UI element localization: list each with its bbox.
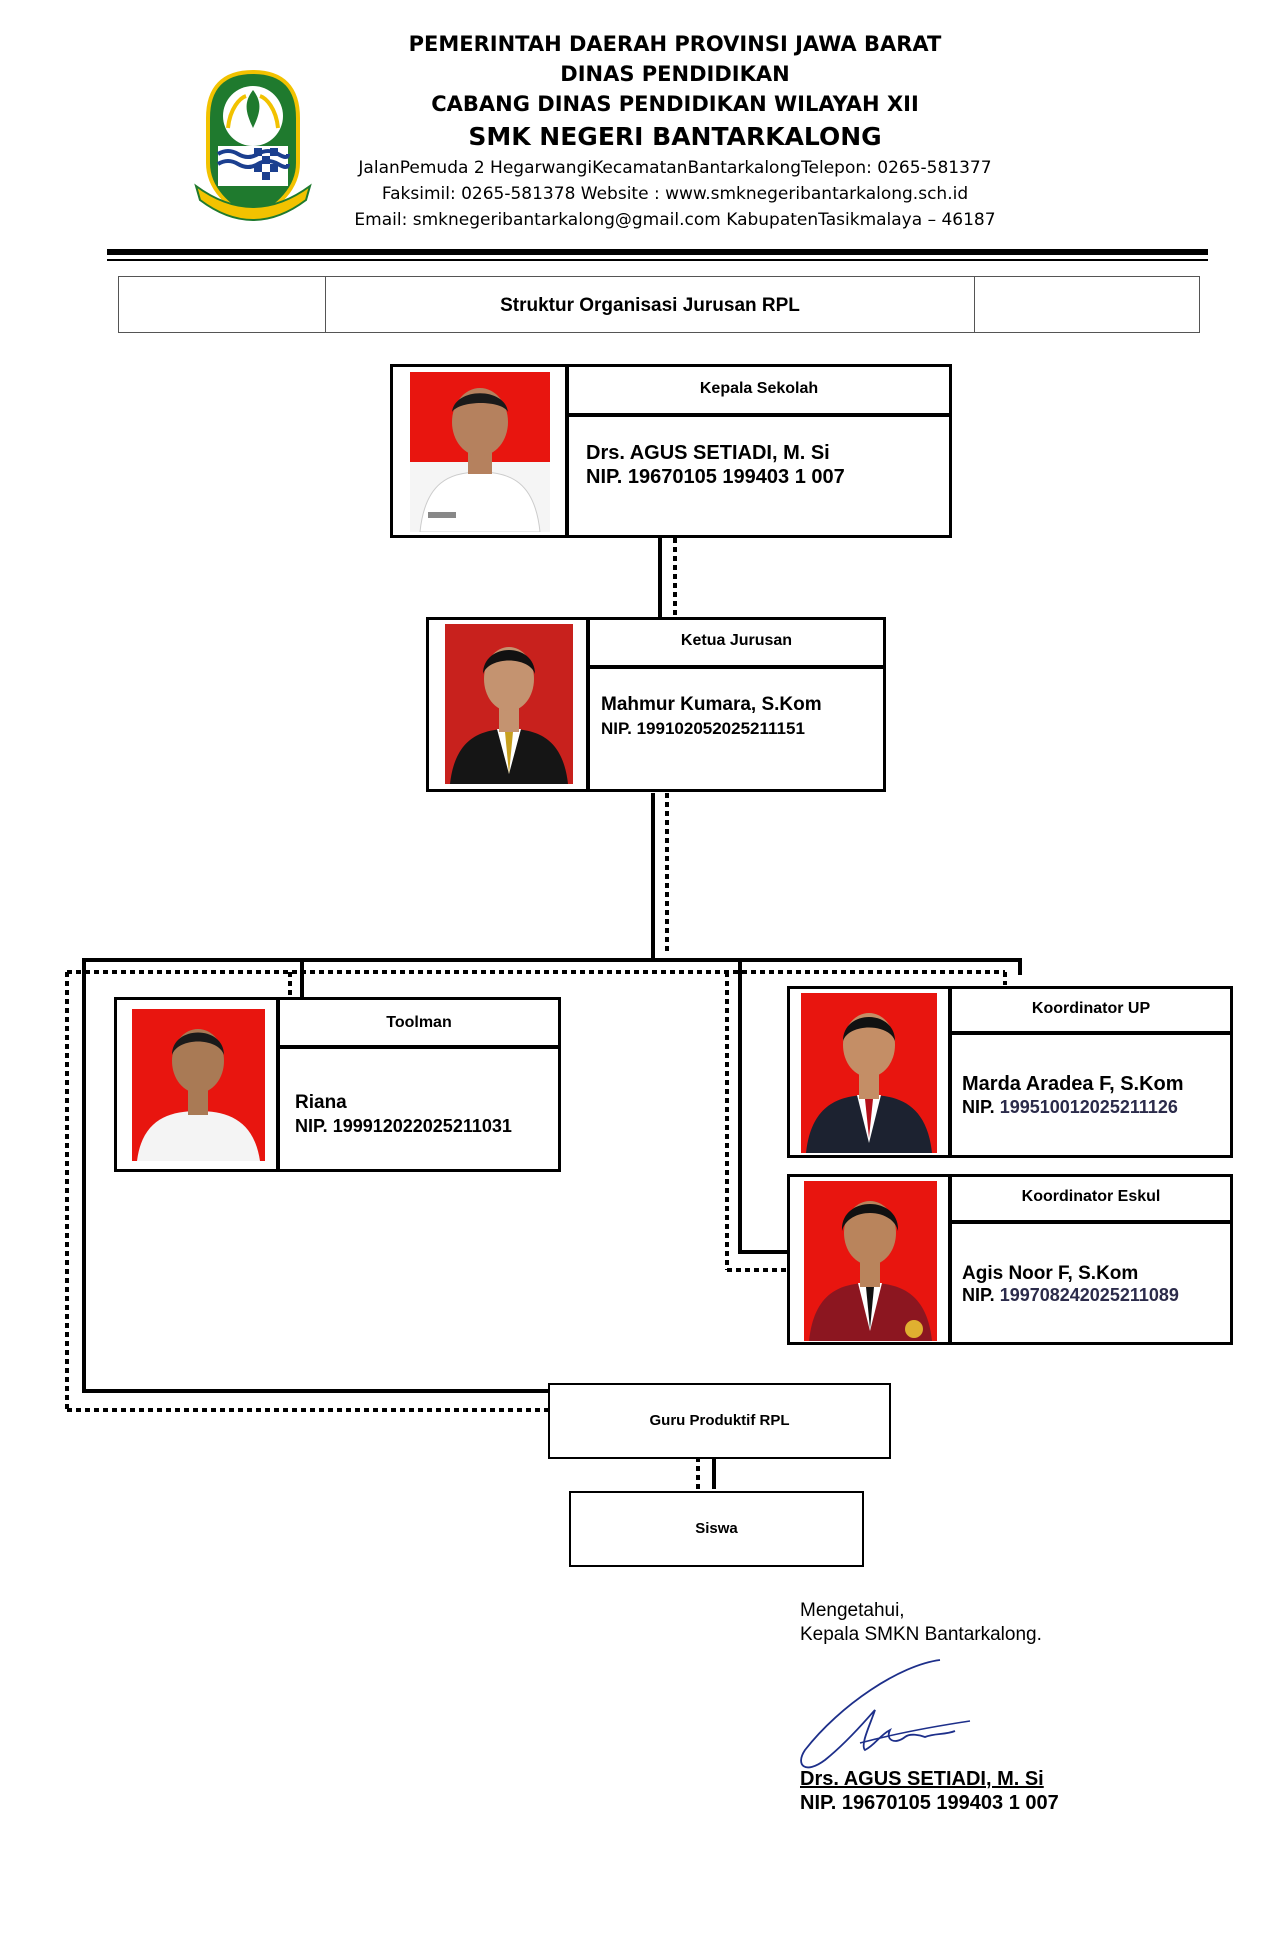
box-siswa: Siswa [569, 1491, 864, 1567]
role-label: Ketua Jurusan [680, 632, 793, 649]
signatory-name: Drs. AGUS SETIADI, M. Si [800, 1768, 1044, 1790]
header-rule-thick [107, 249, 1208, 255]
card-koordinator-eskul: Koordinator Eskul Agis Noor F, S.Kom NIP… [787, 1174, 1233, 1345]
card-ketua-jurusan: Ketua Jurusan Mahmur Kumara, S.Kom NIP. … [426, 617, 886, 792]
signatory-nip: NIP. 19670105 199403 1 007 [800, 1792, 1059, 1814]
person-name: Agis Noor F, S.Kom [962, 1263, 1139, 1284]
person-name: Drs. AGUS SETIADI, M. Si [586, 442, 830, 464]
title-table: Struktur Organisasi Jurusan RPL [118, 276, 1200, 333]
person-name: Riana [295, 1092, 347, 1113]
role-label: Toolman [386, 1014, 452, 1031]
role-label: Koordinator Eskul [1021, 1188, 1161, 1205]
letterhead-line1: PEMERINTAH DAERAH PROVINSI JAWA BARAT [408, 32, 942, 56]
role-label: Guru Produktif RPL [649, 1412, 790, 1429]
province-logo [188, 68, 318, 223]
role-label: Siswa [695, 1520, 738, 1537]
card-kepala-sekolah: Kepala Sekolah Drs. AGUS SETIADI, M. Si … [390, 364, 952, 538]
photo-kepala-sekolah [410, 372, 550, 532]
photo-toolman [132, 1009, 265, 1161]
header-rule-thin [107, 259, 1208, 261]
letterhead-line2: DINAS PENDIDIKAN [560, 62, 790, 86]
address-line: JalanPemuda 2 HegarwangiKecamatanBantark… [358, 158, 992, 178]
fax-web-line: Faksimil: 0265-581378 Website : www.smkn… [381, 184, 969, 204]
person-nip: NIP. 199708242025211089 [962, 1285, 1179, 1305]
person-nip: NIP. 199912022025211031 [295, 1116, 512, 1136]
photo-koordinator-up [801, 993, 937, 1153]
photo-koordinator-eskul [804, 1181, 937, 1341]
person-nip: NIP. 199510012025211126 [962, 1097, 1178, 1117]
letterhead-line3: CABANG DINAS PENDIDIKAN WILAYAH XII [431, 92, 919, 116]
email-line: Email: smknegeribantarkalong@gmail.com K… [354, 210, 996, 230]
role-label: Koordinator UP [1031, 1000, 1151, 1017]
page-title: Struktur Organisasi Jurusan RPL [500, 295, 800, 316]
box-guru-produktif: Guru Produktif RPL [548, 1383, 891, 1459]
card-koordinator-up: Koordinator UP Marda Aradea F, S.Kom NIP… [787, 986, 1233, 1158]
signature-line1: Mengetahui, [800, 1600, 905, 1621]
handwritten-signature [780, 1655, 980, 1775]
card-toolman: Toolman Riana NIP. 199912022025211031 [114, 997, 561, 1172]
school-name: SMK NEGERI BANTARKALONG [468, 122, 882, 151]
person-nip: NIP. 19670105 199403 1 007 [586, 466, 845, 488]
person-name: Mahmur Kumara, S.Kom [601, 694, 822, 715]
person-name: Marda Aradea F, S.Kom [962, 1073, 1184, 1095]
signature-line2: Kepala SMKN Bantarkalong. [800, 1624, 1042, 1645]
role-label: Kepala Sekolah [699, 380, 819, 397]
person-nip: NIP. 199102052025211151 [601, 719, 805, 738]
photo-ketua-jurusan [445, 624, 573, 784]
